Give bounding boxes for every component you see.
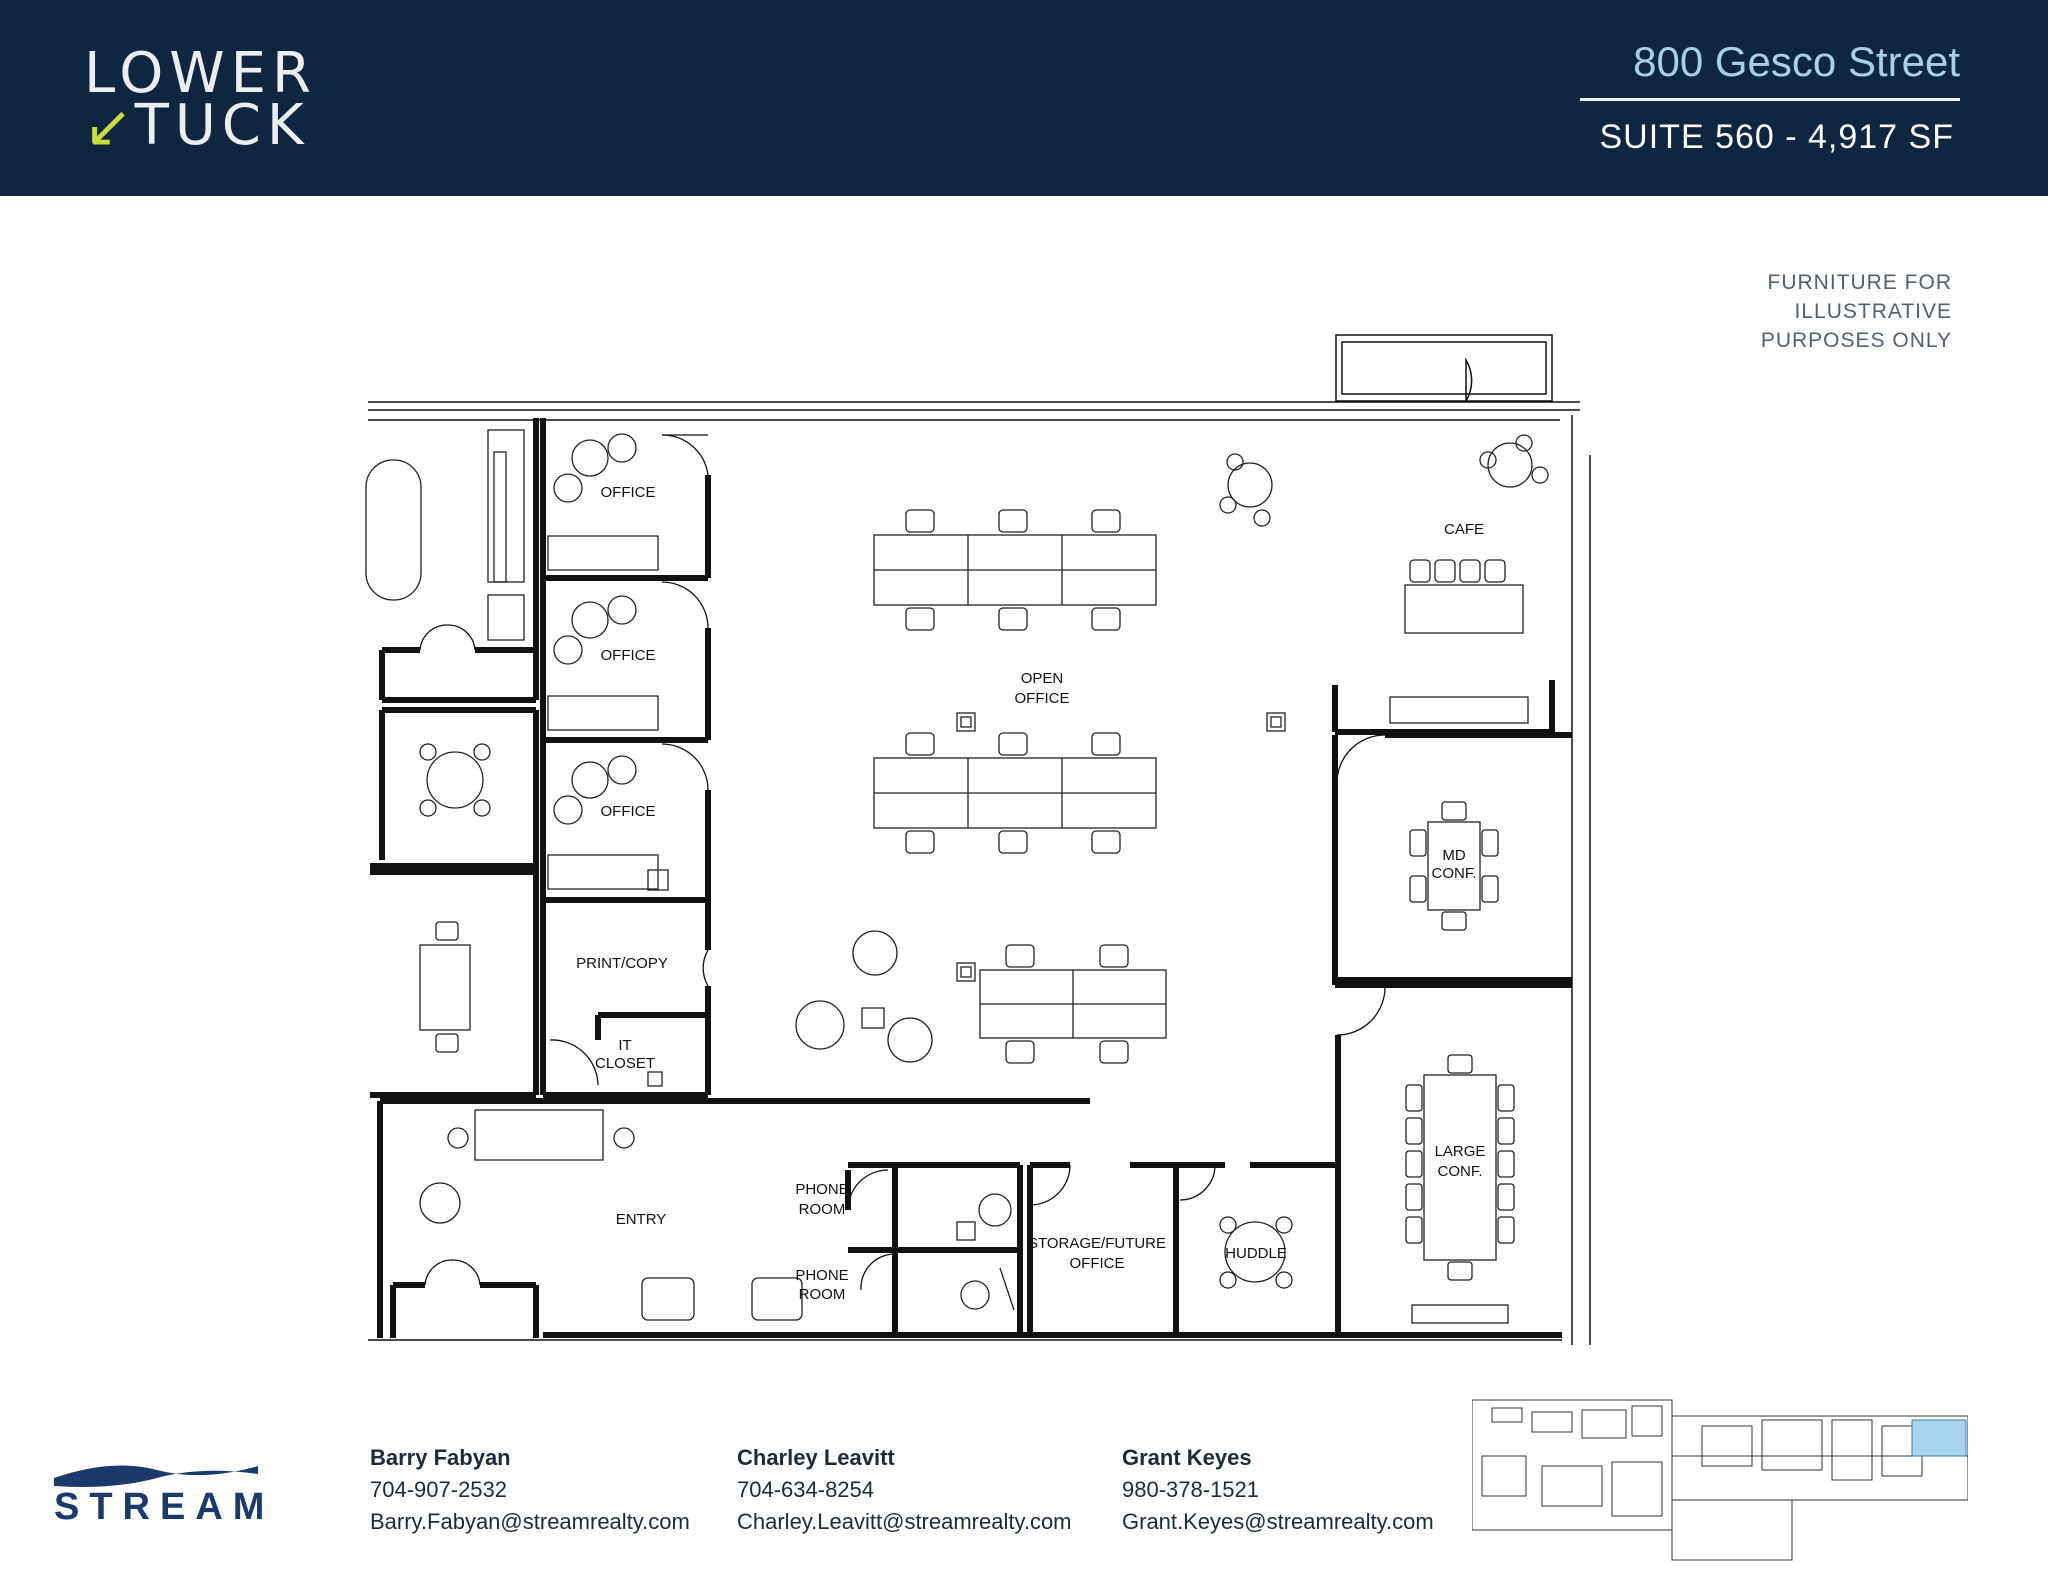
- contact-email[interactable]: Barry.Fabyan@streamrealty.com: [370, 1509, 690, 1534]
- room-label-phone-room-2: ROOM: [799, 1286, 846, 1303]
- room-label-print-copy: PRINT/COPY: [576, 955, 668, 972]
- lower-tuck-logo: LOWER ↙TUCK: [84, 41, 317, 160]
- room-label-open-office: OFFICE: [1015, 690, 1070, 707]
- contact-phone[interactable]: 980-378-1521: [1122, 1477, 1260, 1502]
- room-label-md-conf: CONF.: [1432, 865, 1477, 882]
- room-label-md-conf: MD: [1442, 847, 1465, 864]
- disclaimer-line: FURNITURE FOR: [1767, 271, 1952, 294]
- contact-card: Grant Keyes 980-378-1521 Grant.Keyes@str…: [1122, 1442, 1434, 1538]
- room-label-storage: OFFICE: [1070, 1255, 1125, 1272]
- contact-name: Barry Fabyan: [370, 1445, 511, 1470]
- logo-line-2: TUCK: [134, 93, 310, 158]
- building-key-plan: [1472, 1399, 1968, 1561]
- arrow-down-left-icon: ↙: [84, 92, 133, 160]
- contact-name: Grant Keyes: [1122, 1445, 1252, 1470]
- room-label-cafe: CAFE: [1444, 521, 1484, 538]
- room-label-office-3: OFFICE: [601, 803, 656, 820]
- contact-phone[interactable]: 704-634-8254: [737, 1477, 875, 1502]
- suite-highlight: [1911, 1419, 1967, 1457]
- address-divider: [1580, 98, 1960, 101]
- contact-card: Barry Fabyan 704-907-2532 Barry.Fabyan@s…: [370, 1442, 690, 1538]
- logo-line-1: LOWER: [84, 41, 317, 106]
- stream-wave-icon: [54, 1465, 258, 1487]
- room-label-entry: ENTRY: [616, 1211, 667, 1228]
- suite-label: SUITE 560 - 4,917 SF: [1599, 118, 1954, 156]
- room-label-large-conf: LARGE: [1435, 1143, 1486, 1160]
- contact-email[interactable]: Charley.Leavitt@streamrealty.com: [737, 1509, 1072, 1534]
- room-label-phone-room-1: PHONE: [795, 1181, 848, 1198]
- property-address: 800 Gesco Street: [1633, 38, 1960, 85]
- contact-name: Charley Leavitt: [737, 1445, 895, 1470]
- contact-phone[interactable]: 704-907-2532: [370, 1477, 508, 1502]
- room-label-phone-room-2: PHONE: [795, 1267, 848, 1284]
- room-label-open-office: OPEN: [1021, 670, 1064, 687]
- room-label-office-1: OFFICE: [601, 484, 656, 501]
- room-label-phone-room-1: ROOM: [799, 1201, 846, 1218]
- room-label-storage: STORAGE/FUTURE: [1028, 1235, 1166, 1252]
- disclaimer-line: ILLUSTRATIVE: [1794, 300, 1952, 323]
- header-banner: LOWER ↙TUCK 800 Gesco Street SUITE 560 -…: [0, 0, 2048, 196]
- contact-card: Charley Leavitt 704-634-8254 Charley.Lea…: [737, 1442, 1072, 1538]
- stream-brand: STREAM: [54, 1486, 275, 1528]
- balcony: [1335, 334, 1553, 402]
- room-label-large-conf: CONF.: [1438, 1163, 1483, 1180]
- room-label-office-2: OFFICE: [601, 647, 656, 664]
- room-label-it-closet: IT: [618, 1037, 631, 1054]
- room-label-huddle: HUDDLE: [1225, 1245, 1287, 1262]
- contact-email[interactable]: Grant.Keyes@streamrealty.com: [1122, 1509, 1434, 1534]
- furniture-disclaimer: FURNITURE FOR ILLUSTRATIVE PURPOSES ONLY: [1761, 268, 1952, 355]
- disclaimer-line: PURPOSES ONLY: [1760, 329, 1952, 352]
- room-label-it-closet: CLOSET: [595, 1055, 655, 1072]
